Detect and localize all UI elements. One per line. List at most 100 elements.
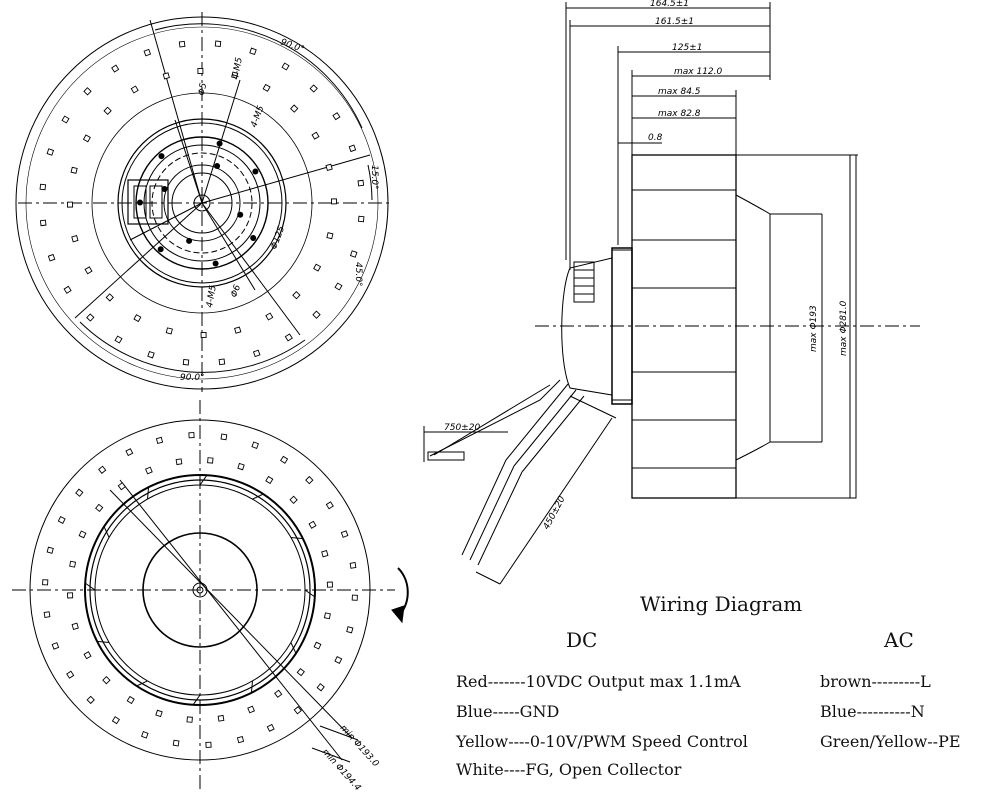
mounting-point bbox=[250, 235, 257, 241]
impeller-hole bbox=[305, 475, 314, 485]
impeller-hole bbox=[321, 550, 329, 558]
impeller-hole bbox=[346, 626, 354, 634]
impeller-vane bbox=[304, 589, 316, 598]
impeller-hole bbox=[162, 72, 170, 80]
dim-hole-d: 4-M5 bbox=[205, 284, 219, 308]
impeller-hole bbox=[83, 651, 92, 660]
impeller-hole bbox=[86, 313, 95, 322]
impeller-hole bbox=[205, 741, 212, 748]
impeller-hole bbox=[266, 723, 275, 732]
impeller-hole bbox=[125, 448, 134, 457]
impeller-hole bbox=[78, 530, 87, 539]
impeller-hole bbox=[172, 739, 180, 747]
impeller-hole bbox=[309, 84, 318, 93]
impeller-hole bbox=[155, 709, 163, 718]
impeller-hole bbox=[84, 266, 93, 275]
impeller-hole bbox=[289, 495, 298, 504]
impeller-hole bbox=[326, 232, 334, 240]
impeller-hole bbox=[98, 465, 107, 474]
dc-line-yellow: Yellow----0-10V/PWM Speed Control bbox=[456, 732, 748, 751]
dim-cable-long: 450±20 bbox=[542, 495, 568, 532]
impeller-hole bbox=[71, 235, 79, 243]
impeller-hole bbox=[175, 458, 183, 466]
mounting-point bbox=[212, 260, 219, 267]
impeller-hole bbox=[143, 48, 152, 57]
impeller-hole bbox=[114, 335, 123, 344]
dc-line-white: White----FG, Open Collector bbox=[456, 760, 682, 779]
impeller-hole bbox=[340, 530, 349, 538]
wiring-diagram-title: Wiring Diagram bbox=[640, 592, 803, 616]
impeller-hole bbox=[39, 219, 47, 227]
impeller-hole bbox=[140, 730, 149, 739]
ac-line-green-yellow: Green/Yellow--PE bbox=[820, 732, 961, 751]
impeller-hole bbox=[197, 67, 204, 75]
dc-line-blue: Blue-----GND bbox=[456, 702, 560, 721]
impeller-hole bbox=[330, 198, 338, 205]
impeller-hole bbox=[351, 594, 358, 601]
impeller-hole bbox=[133, 314, 142, 323]
impeller-hole bbox=[105, 293, 114, 302]
impeller-hole bbox=[145, 466, 153, 475]
dim-side-d6: max 82.8 bbox=[658, 109, 701, 119]
impeller-hole bbox=[200, 331, 207, 339]
ac-header: AC bbox=[884, 628, 914, 652]
impeller-vane bbox=[290, 537, 303, 540]
impeller-hole bbox=[326, 581, 333, 588]
top-view bbox=[15, 12, 390, 392]
ac-line-blue: Blue----------N bbox=[820, 702, 925, 721]
impeller-hole bbox=[86, 695, 95, 705]
mounting-point bbox=[214, 163, 221, 169]
impeller-hole bbox=[313, 641, 322, 650]
impeller-hole bbox=[147, 350, 155, 359]
impeller-hole bbox=[186, 716, 193, 723]
impeller-hole bbox=[66, 670, 75, 679]
impeller-hole bbox=[75, 488, 84, 497]
impeller-vane bbox=[192, 694, 201, 706]
impeller-hole bbox=[39, 183, 47, 191]
bottom-view bbox=[12, 400, 409, 790]
impeller-hole bbox=[237, 462, 245, 471]
impeller-hole bbox=[57, 516, 66, 524]
impeller-hole bbox=[178, 40, 186, 48]
impeller-vane bbox=[97, 640, 110, 643]
impeller-hole bbox=[61, 115, 70, 124]
dim-angle-right: 15.0° bbox=[369, 165, 379, 190]
impeller-hole bbox=[236, 735, 245, 744]
dim-side-inner-dia: max Φ193 bbox=[809, 305, 819, 352]
side-view bbox=[423, 2, 920, 585]
impeller-hole bbox=[165, 327, 173, 335]
dim-side-d7: 0.8 bbox=[648, 133, 663, 143]
impeller-hole bbox=[357, 179, 365, 187]
impeller-hole bbox=[71, 622, 79, 630]
dim-side-d2: 161.5±1 bbox=[655, 17, 694, 27]
impeller-vane bbox=[103, 526, 110, 538]
impeller-hole bbox=[102, 676, 111, 685]
impeller-hole bbox=[95, 503, 104, 513]
dim-min-dia-b: min Φ194.4 bbox=[320, 747, 363, 793]
impeller-hole bbox=[111, 64, 120, 73]
dim-side-d5: max 84.5 bbox=[658, 87, 701, 97]
impeller-hole bbox=[117, 482, 126, 491]
impeller-vane bbox=[136, 680, 148, 687]
impeller-hole bbox=[63, 285, 72, 294]
impeller-hole bbox=[42, 579, 49, 586]
impeller-vane bbox=[147, 487, 150, 500]
impeller-vane bbox=[252, 493, 264, 500]
impeller-hole bbox=[252, 349, 261, 358]
mounting-point bbox=[157, 246, 164, 253]
impeller-hole bbox=[188, 432, 195, 439]
impeller-hole bbox=[332, 112, 341, 121]
impeller-hole bbox=[280, 455, 289, 464]
dim-small-dia: Φ6 bbox=[229, 283, 243, 299]
dim-min-dia-a: min Φ193.0 bbox=[338, 723, 381, 769]
impeller-hole bbox=[82, 134, 91, 143]
impeller-hole bbox=[308, 520, 317, 529]
impeller-hole bbox=[126, 695, 135, 705]
impeller-vane bbox=[199, 474, 208, 486]
dim-angle-bottom: 90.0° bbox=[180, 373, 205, 383]
impeller-hole bbox=[325, 501, 334, 510]
impeller-hole bbox=[247, 705, 255, 714]
impeller-hole bbox=[348, 144, 357, 153]
